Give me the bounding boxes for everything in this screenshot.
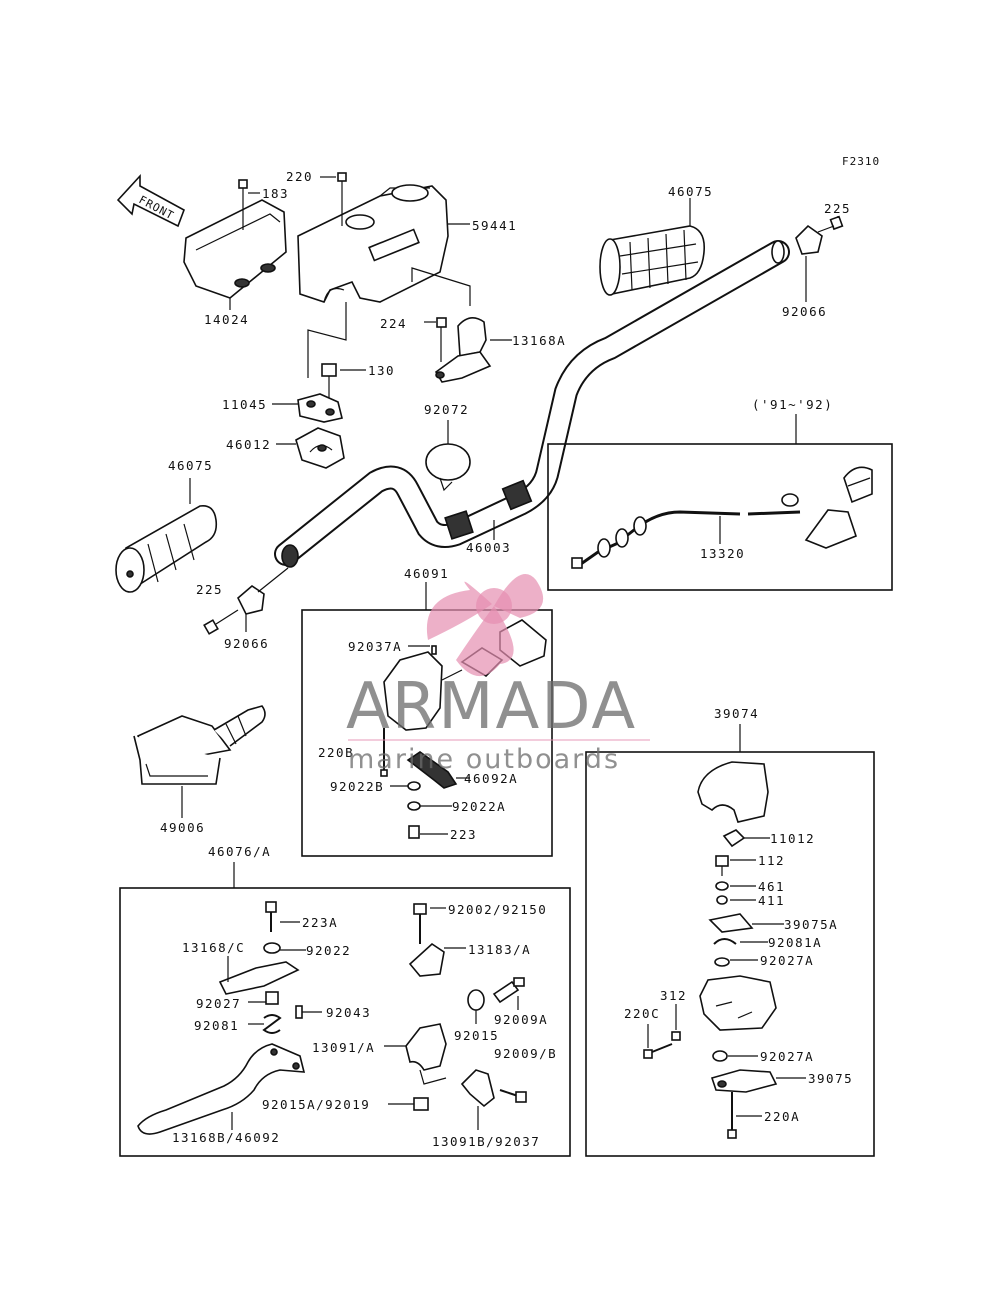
- label-13183a: 13183/A: [468, 942, 531, 957]
- label-112: 112: [758, 853, 785, 868]
- label-183: 183: [262, 186, 289, 201]
- label-11045: 11045: [222, 397, 267, 412]
- propeller-logo-icon: [426, 573, 544, 677]
- label-220a: 220A: [764, 1109, 800, 1124]
- label-46075-left: 46075: [168, 458, 213, 473]
- label-223: 223: [450, 827, 477, 842]
- label-46076a: 46076/A: [208, 844, 271, 859]
- label-411: 411: [758, 893, 785, 908]
- label-46092a: 46092A: [464, 771, 518, 786]
- label-92043: 92043: [326, 1005, 371, 1020]
- label-220b: 220B: [318, 745, 354, 760]
- switch-46091-box: [301, 609, 553, 857]
- label-14024: 14024: [204, 312, 249, 327]
- switch-13168a-part: [434, 317, 492, 383]
- label-13168c: 13168/C: [182, 940, 245, 955]
- label-312: 312: [660, 988, 687, 1003]
- watermark-brand: ARMADA: [346, 670, 637, 744]
- label-92009a: 92009A: [494, 1012, 548, 1027]
- label-223a: 223A: [302, 915, 338, 930]
- label-92027a-1: 92027A: [760, 953, 814, 968]
- label-39074: 39074: [714, 706, 759, 721]
- handlebar-cover-part: [183, 172, 449, 303]
- label-13168a: 13168A: [512, 333, 566, 348]
- label-46012: 46012: [226, 437, 271, 452]
- label-92022a: 92022A: [452, 799, 506, 814]
- boot-49006-part: [133, 705, 266, 785]
- label-13091b-92037: 13091B/92037: [432, 1134, 540, 1149]
- figure-code: F2310: [842, 155, 880, 168]
- label-13168b-46092: 13168B/46092: [172, 1130, 280, 1145]
- label-46091: 46091: [404, 566, 449, 581]
- label-13091a: 13091/A: [312, 1040, 375, 1055]
- label-220: 220: [286, 169, 313, 184]
- label-92015: 92015: [454, 1028, 499, 1043]
- label-59441: 59441: [472, 218, 517, 233]
- label-49006: 49006: [160, 820, 205, 835]
- label-92002-92150: 92002/92150: [448, 902, 547, 917]
- label-92081a: 92081A: [768, 935, 822, 950]
- year-variant-box: [547, 443, 893, 591]
- switch-housing-46091-part: [380, 619, 547, 839]
- label-220c: 220C: [624, 1006, 660, 1021]
- label-92027: 92027: [196, 996, 241, 1011]
- label-92009b: 92009/B: [494, 1046, 557, 1061]
- label-92066-left: 92066: [224, 636, 269, 651]
- handlebar-clamp-part: [295, 363, 345, 469]
- label-224: 224: [380, 316, 407, 331]
- grip-right-part: [599, 215, 844, 296]
- label-46075-top: 46075: [668, 184, 713, 199]
- label-92072: 92072: [424, 402, 469, 417]
- lever-assembly-46076a-part: [137, 901, 527, 1135]
- band-92072-part: [425, 443, 471, 492]
- watermark: ARMADA marine outboards: [346, 573, 650, 775]
- label-39075: 39075: [808, 1071, 853, 1086]
- label-225-left: 225: [196, 582, 223, 597]
- label-13320: 13320: [700, 546, 745, 561]
- throttle-cable-13320-part: [571, 466, 873, 569]
- label-461: 461: [758, 879, 785, 894]
- label-92027a-2: 92027A: [760, 1049, 814, 1064]
- label-11012: 11012: [770, 831, 815, 846]
- grip-left-part: [115, 504, 289, 635]
- label-39075a: 39075A: [784, 917, 838, 932]
- label-92022b: 92022B: [330, 779, 384, 794]
- front-arrow-icon: FRONT: [116, 173, 185, 228]
- switch-39074-box: [585, 751, 875, 1157]
- year-note: ('91~'92): [752, 397, 833, 412]
- label-130: 130: [368, 363, 395, 378]
- watermark-tagline: marine outboards: [348, 744, 620, 775]
- label-92015a-92019: 92015A/92019: [262, 1097, 370, 1112]
- switch-assembly-39074-part: [643, 761, 778, 1139]
- label-92037a: 92037A: [348, 639, 402, 654]
- handlebar-46003-part: [274, 240, 790, 568]
- label-92081: 92081: [194, 1018, 239, 1033]
- lever-46076a-box: [119, 887, 571, 1157]
- label-46003: 46003: [466, 540, 511, 555]
- label-92022: 92022: [306, 943, 351, 958]
- label-92066-top: 92066: [782, 304, 827, 319]
- label-225-top: 225: [824, 201, 851, 216]
